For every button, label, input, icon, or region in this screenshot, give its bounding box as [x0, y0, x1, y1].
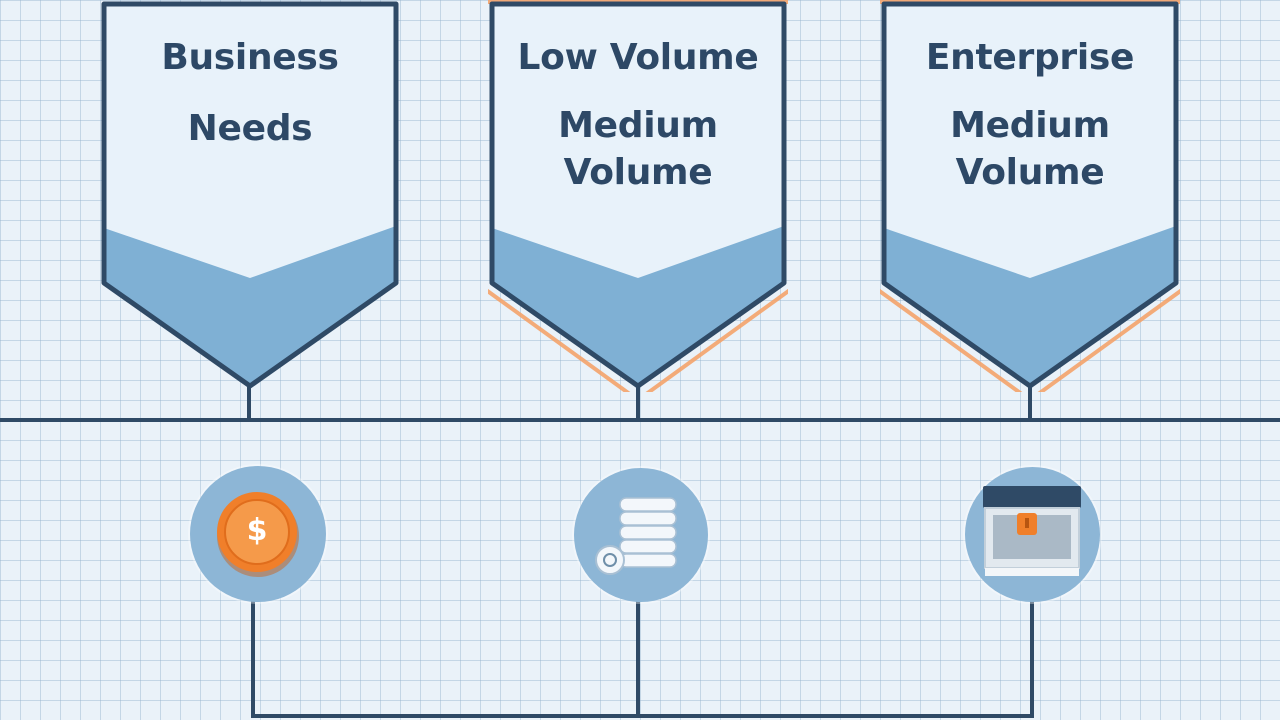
shield-title-line-3: Volume [563, 152, 713, 193]
dollar-coin-icon [217, 492, 299, 577]
icon-circle-chest [965, 467, 1100, 602]
shield-title-line-2: Needs [187, 108, 313, 149]
shield-business-needs: Business Needs [100, 0, 400, 392]
icon-circle-coin: $ [190, 466, 326, 602]
stem-1-bottom [251, 600, 255, 718]
shield-title-line-3: Volume [955, 152, 1105, 193]
horizontal-connector-bottom [251, 714, 1034, 718]
shield-title-line-2: Medium [950, 105, 1110, 146]
shield-shape [880, 0, 1180, 392]
stem-3-bottom [1030, 600, 1034, 718]
stem-1-top [247, 386, 251, 420]
shield-shape [488, 0, 788, 392]
shield-enterprise: Enterprise Medium Volume [880, 0, 1180, 392]
shield-title-line-1: Low Volume [517, 37, 759, 78]
database-stack-icon [595, 497, 677, 575]
shield-title-line-1: Business [161, 37, 339, 78]
shield-low-volume: Low Volume Medium Volume [488, 0, 788, 392]
shield-shape [101, 1, 399, 389]
shield-title-line-1: Enterprise [925, 37, 1135, 78]
stem-3-top [1028, 386, 1032, 420]
stem-2-top [636, 386, 640, 420]
coin-symbol: $ [246, 513, 268, 548]
shield-title-line-2: Medium [558, 105, 718, 146]
server-chest-icon [983, 486, 1081, 576]
stem-2-bottom [636, 600, 640, 718]
icon-circle-database [574, 468, 708, 602]
horizontal-connector-top [0, 418, 1280, 422]
